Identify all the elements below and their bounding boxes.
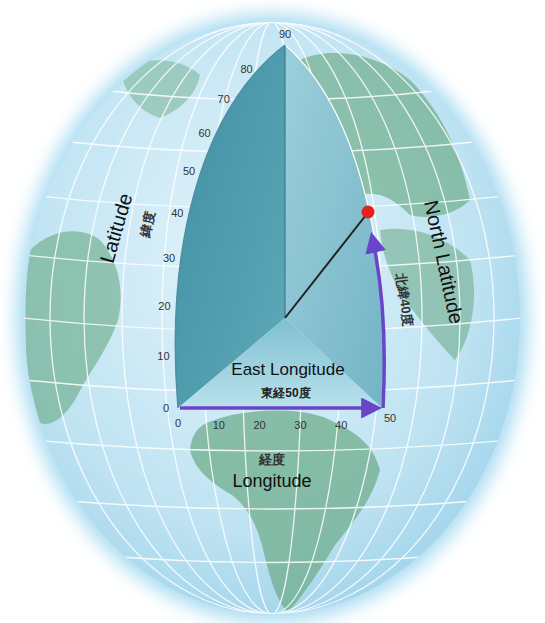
- scale-number: 50: [183, 165, 195, 177]
- scale-number: 50: [384, 412, 396, 424]
- axis-line: [285, 45, 286, 318]
- scale-number: 10: [213, 419, 225, 431]
- scale-number: 0: [175, 417, 181, 429]
- longitude-arrow: [180, 406, 378, 410]
- scale-number: 90: [279, 28, 291, 40]
- scale-number: 0: [163, 402, 169, 414]
- grid-lines: [22, 22, 522, 614]
- scale-number: 20: [158, 300, 170, 312]
- axis-title: Longitude: [232, 472, 311, 492]
- scale-number: 70: [218, 93, 230, 105]
- radius-line: [285, 215, 366, 318]
- globe-glow: [16, 14, 528, 622]
- meridian-arc: [175, 45, 285, 408]
- arrow-label: 東経50度: [261, 387, 310, 400]
- equator-face: [178, 318, 382, 408]
- scale-number: 30: [163, 252, 175, 264]
- scale-number: 30: [294, 419, 306, 431]
- meridian-arc: [285, 45, 384, 408]
- scale-number: 40: [335, 419, 347, 431]
- scale-number: 40: [171, 207, 183, 219]
- face-label: East Longitude: [231, 361, 344, 380]
- location-dot: [362, 206, 375, 219]
- globe-sea: [24, 22, 520, 614]
- scale-number: 80: [240, 63, 252, 75]
- scale-number: 60: [198, 127, 210, 139]
- scale-number: 10: [157, 350, 169, 362]
- axis-title: 経度: [259, 453, 285, 467]
- latitude-arrow: [372, 236, 384, 408]
- scale-number: 20: [253, 419, 265, 431]
